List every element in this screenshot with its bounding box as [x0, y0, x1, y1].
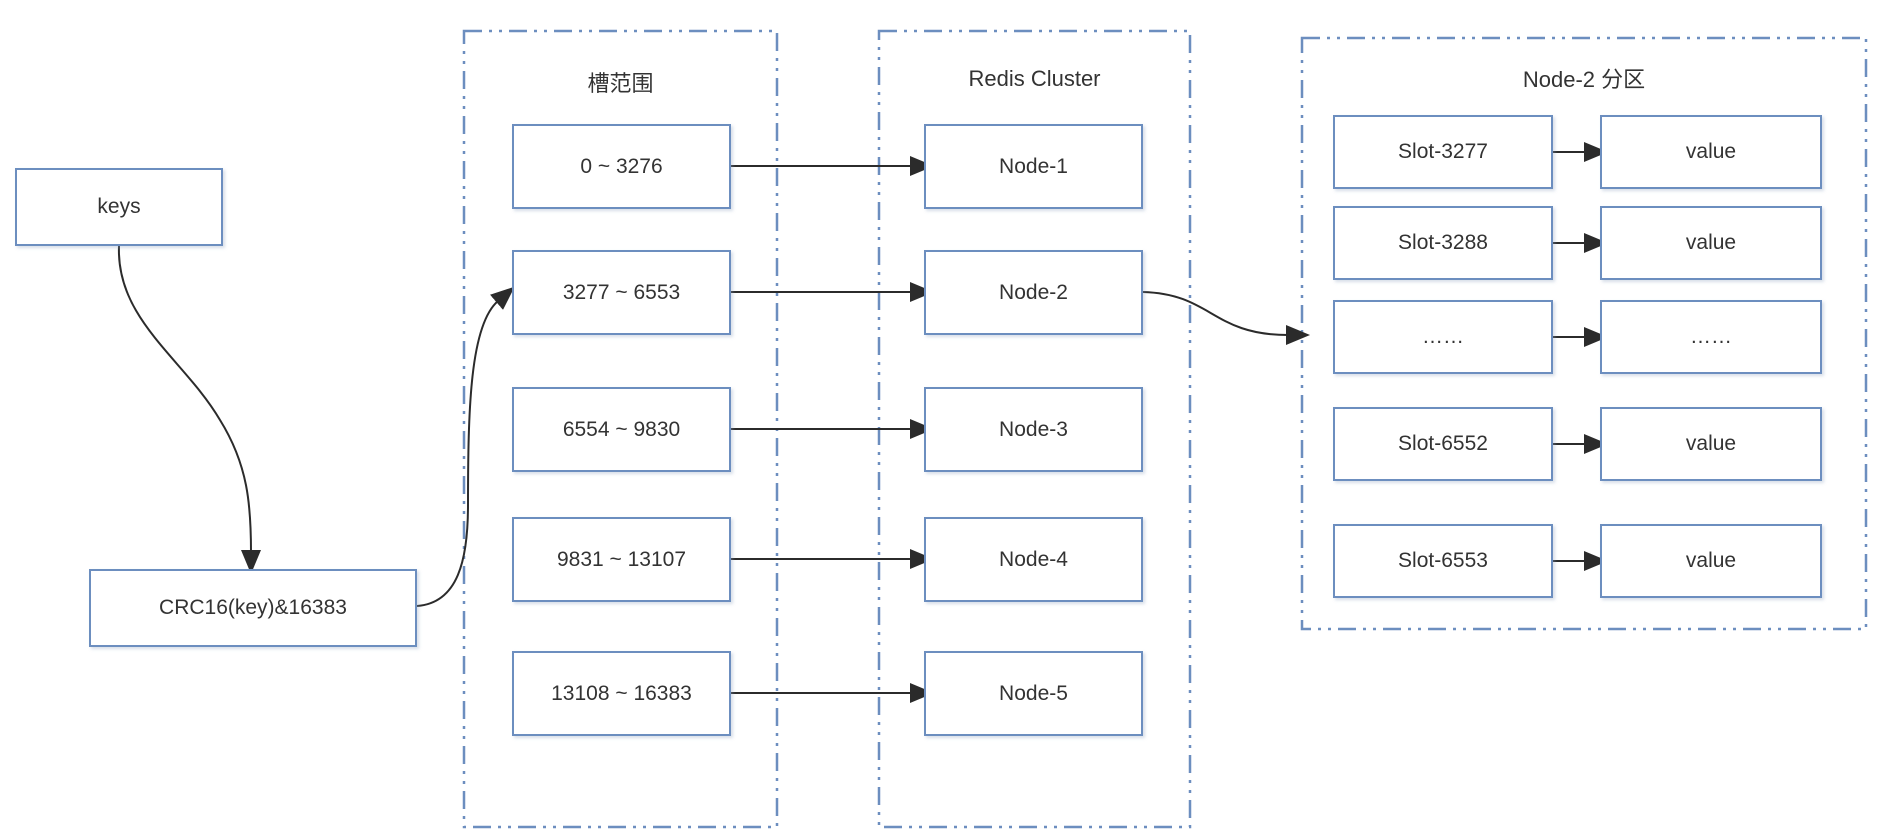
slot-range-container-title: 槽范围 — [587, 71, 654, 96]
node2-partition-container-frame — [1300, 36, 1868, 631]
node-box-1: Node-1 — [924, 124, 1143, 209]
hash-function-box: CRC16(key)&16383 — [89, 569, 417, 647]
slot-range-box-3: 6554 ~ 9830 — [512, 387, 731, 472]
slot-range-box-5: 13108 ~ 16383 — [512, 651, 731, 736]
redis-cluster-container-title: Redis Cluster — [968, 66, 1101, 91]
node2-partition-container-title: Node-2 分区 — [1522, 67, 1646, 92]
partition-value-box-ellipsis: …… — [1600, 300, 1822, 374]
partition-slot-box-4: Slot-6552 — [1333, 407, 1553, 481]
node-box-5: Node-5 — [924, 651, 1143, 736]
partition-slot-box-2: Slot-3288 — [1333, 206, 1553, 280]
node-box-3: Node-3 — [924, 387, 1143, 472]
arrow-hash-to-range2 — [416, 286, 515, 607]
partition-value-box-4: value — [1600, 407, 1822, 481]
partition-value-box-5: value — [1600, 524, 1822, 598]
partition-slot-box-ellipsis: …… — [1333, 300, 1553, 374]
node-box-4: Node-4 — [924, 517, 1143, 602]
arrow-keys-to-hash — [117, 245, 261, 574]
partition-slot-box-1: Slot-3277 — [1333, 115, 1553, 189]
node-box-2: Node-2 — [924, 250, 1143, 335]
keys-box: keys — [15, 168, 223, 246]
arrow-node2-to-partition — [1142, 291, 1310, 345]
partition-value-box-2: value — [1600, 206, 1822, 280]
partition-slot-box-5: Slot-6553 — [1333, 524, 1553, 598]
slot-range-box-1: 0 ~ 3276 — [512, 124, 731, 209]
slot-range-box-4: 9831 ~ 13107 — [512, 517, 731, 602]
partition-value-box-1: value — [1600, 115, 1822, 189]
slot-range-box-2: 3277 ~ 6553 — [512, 250, 731, 335]
